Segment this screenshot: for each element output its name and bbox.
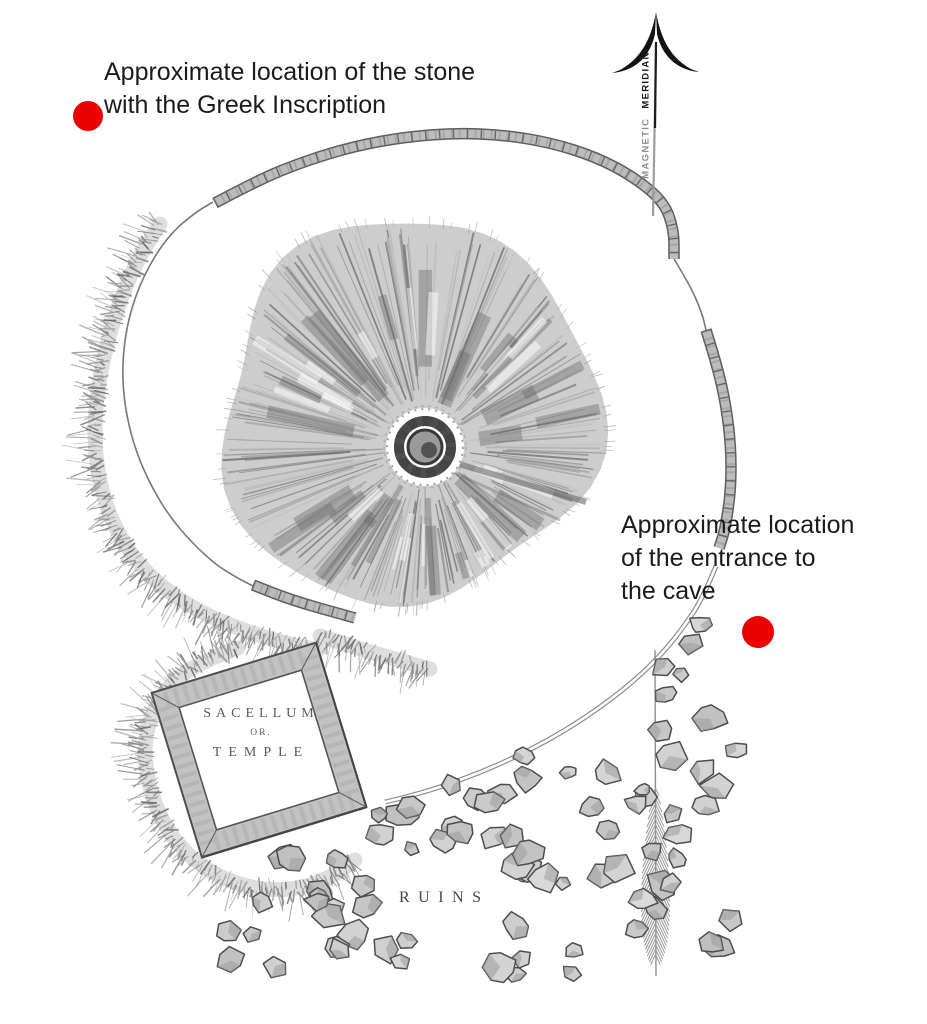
temple-label: SACELLUM OR. TEMPLE (203, 706, 318, 761)
temple-label-line3: TEMPLE (212, 745, 310, 760)
stone-annotation: Approximate location of the stone with t… (104, 56, 475, 122)
ruins-label: RUINS (399, 889, 490, 906)
stone-annotation-line1: Approximate location of the stone (104, 58, 476, 86)
cave-annotation-line2: of the entrance to (621, 544, 816, 572)
hillside-hachure (61, 211, 438, 922)
temple-label-line1: SACELLUM (203, 706, 319, 721)
temple-structure (150, 641, 368, 859)
cave-annotation-line1: Approximate location (621, 511, 855, 539)
cave-annotation: Approximate location of the entrance to … (621, 509, 854, 608)
stone-annotation-line2: with the Greek Inscription (104, 91, 387, 119)
temple-walls (150, 641, 368, 859)
magnetic-meridian-label: MAGNETIC MERIDIAN (641, 51, 652, 178)
meridian-word-magnetic: MAGNETIC (640, 117, 652, 179)
temple-label-line2: OR. (250, 728, 272, 738)
cave-annotation-line3: the cave (621, 577, 716, 605)
ruins-stones (215, 616, 748, 984)
stone-location-marker (73, 101, 103, 131)
cave-location-marker (742, 616, 774, 648)
crater (383, 405, 467, 489)
meridian-word-meridian: MERIDIAN (640, 51, 652, 109)
